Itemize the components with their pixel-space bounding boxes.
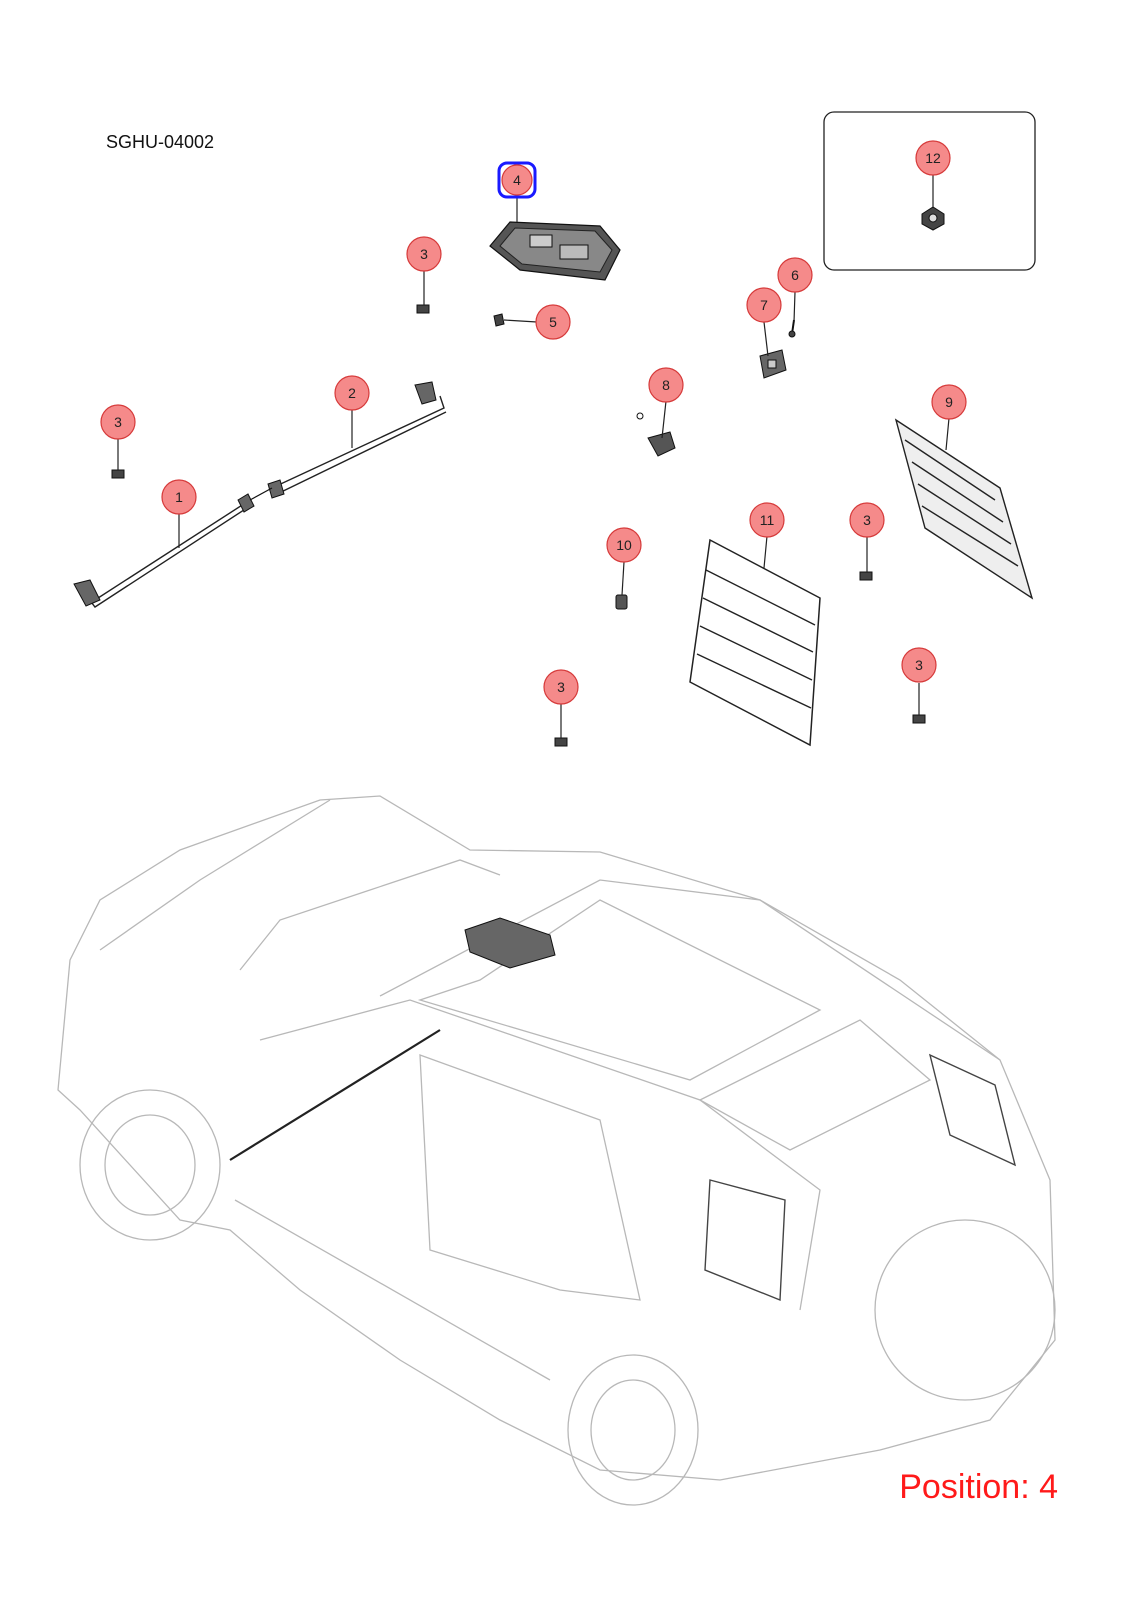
bracket-part-7[interactable] [759, 349, 787, 379]
svg-text:5: 5 [549, 314, 557, 330]
svg-text:3: 3 [557, 679, 565, 695]
callout-12[interactable]: 12 [915, 140, 951, 176]
callout-3-d[interactable]: 3 [543, 669, 579, 705]
callout-3-e[interactable]: 3 [901, 647, 937, 683]
clip-part-3-b[interactable] [111, 469, 125, 479]
callout-6[interactable]: 6 [777, 257, 813, 293]
callout-9[interactable]: 9 [931, 384, 967, 420]
callout-1[interactable]: 1 [161, 479, 197, 515]
callout-4-highlight [497, 161, 537, 199]
svg-text:12: 12 [925, 150, 941, 166]
svg-text:2: 2 [348, 385, 356, 401]
callout-11[interactable]: 11 [749, 502, 785, 538]
svg-text:11: 11 [760, 512, 775, 528]
leader-lines [117, 175, 950, 738]
position-label: Position: 4 [899, 1468, 1058, 1506]
callout-7[interactable]: 7 [746, 287, 782, 323]
svg-text:9: 9 [945, 394, 953, 410]
svg-text:3: 3 [114, 414, 122, 430]
svg-text:1: 1 [175, 489, 183, 505]
clip-part-3-a[interactable] [416, 304, 430, 314]
rear-panel-part-9[interactable] [894, 418, 1034, 600]
switch-part-10[interactable] [615, 594, 628, 610]
svg-text:8: 8 [662, 377, 670, 393]
clip-part-5[interactable] [493, 313, 505, 327]
callout-4[interactable]: 4 [497, 161, 537, 199]
svg-text:6: 6 [791, 267, 799, 283]
svg-text:3: 3 [915, 657, 923, 673]
harness-rail-part-2[interactable] [249, 381, 447, 501]
callout-3-a[interactable]: 3 [406, 236, 442, 272]
inset-box [823, 111, 1036, 271]
svg-text:7: 7 [760, 297, 768, 313]
overhead-console-part-4[interactable] [489, 221, 621, 281]
callout-2[interactable]: 2 [334, 375, 370, 411]
clip-part-3-d[interactable] [554, 737, 568, 747]
nut-part-12[interactable] [921, 206, 945, 231]
callout-5[interactable]: 5 [535, 304, 571, 340]
clip-part-3-e[interactable] [912, 714, 926, 724]
svg-text:3: 3 [863, 512, 871, 528]
svg-text:10: 10 [616, 537, 632, 553]
diagram-code: SGHU-04002 [106, 132, 215, 152]
callout-8[interactable]: 8 [648, 367, 684, 403]
vehicle-outline [57, 795, 1056, 1506]
screw-part-6[interactable] [788, 319, 796, 338]
lamp-part-8[interactable] [636, 412, 676, 457]
clip-part-3-c[interactable] [859, 571, 873, 581]
callout-3-c[interactable]: 3 [849, 502, 885, 538]
vehicle-console-highlight [464, 917, 556, 969]
callout-3-b[interactable]: 3 [100, 404, 136, 440]
callout-10[interactable]: 10 [606, 527, 642, 563]
window-panel-part-11[interactable] [689, 538, 821, 747]
svg-text:3: 3 [420, 246, 428, 262]
harness-rail-part-1[interactable] [73, 493, 255, 608]
svg-text:4: 4 [513, 172, 521, 188]
